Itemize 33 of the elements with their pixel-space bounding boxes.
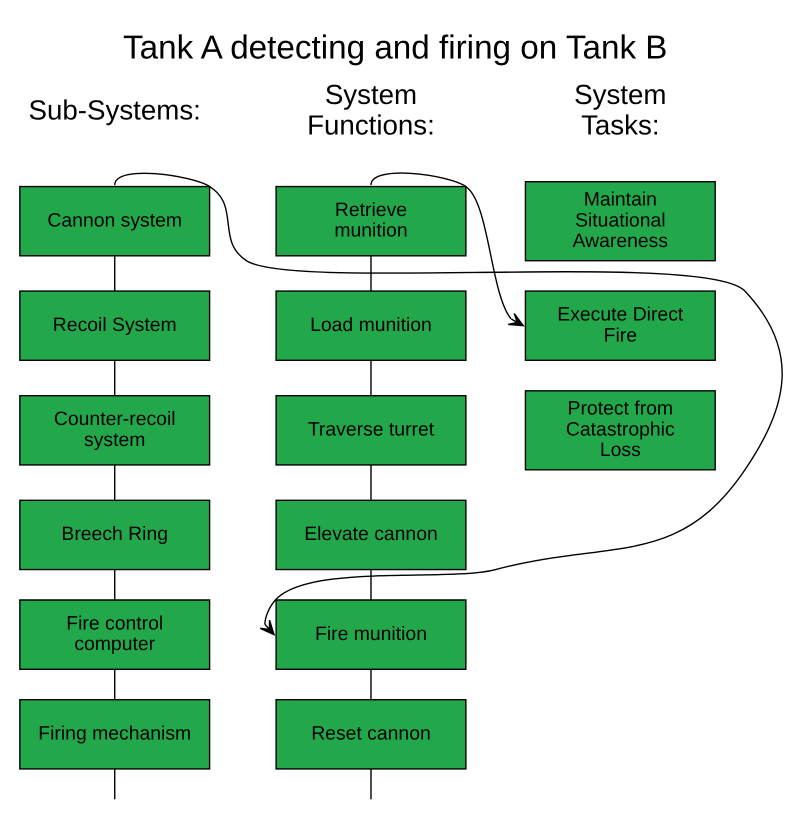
connector <box>114 255 116 290</box>
arrow <box>114 172 782 635</box>
node-box: Cannon system <box>19 185 210 256</box>
node-box: Fire munition <box>275 598 467 670</box>
node-box: Maintain Situational Awareness <box>524 180 716 261</box>
connector <box>370 668 372 699</box>
arrow <box>370 172 524 326</box>
node-box: Elevate cannon <box>275 499 467 570</box>
node-box: Breech Ring <box>19 499 210 570</box>
connector <box>114 464 116 500</box>
node-box: Traverse turret <box>275 394 467 466</box>
node-box: Retrieve munition <box>275 185 467 256</box>
label: System Tasks: <box>574 78 666 140</box>
connector <box>114 569 116 599</box>
node-box: Recoil System <box>19 290 210 361</box>
label: Sub-Systems: <box>28 94 201 125</box>
connector <box>114 768 116 799</box>
connector <box>370 464 372 500</box>
node-box: Reset cannon <box>275 698 467 770</box>
connector <box>370 360 372 396</box>
node-box: Protect from Catastrophic Loss <box>524 390 716 470</box>
connector <box>114 360 116 396</box>
node-box: Firing mechanism <box>19 698 210 770</box>
label: System Functions: <box>307 78 435 140</box>
node-box: Load munition <box>275 290 467 361</box>
node-box: Counter-recoil system <box>19 394 210 466</box>
connector <box>114 668 116 699</box>
connector <box>370 255 372 290</box>
connector <box>370 768 372 799</box>
node-box: Fire control computer <box>19 598 210 670</box>
connector <box>370 569 372 599</box>
node-box: Execute Direct Fire <box>524 290 716 361</box>
diagram-title: Tank A detecting and firing on Tank B <box>123 29 668 66</box>
